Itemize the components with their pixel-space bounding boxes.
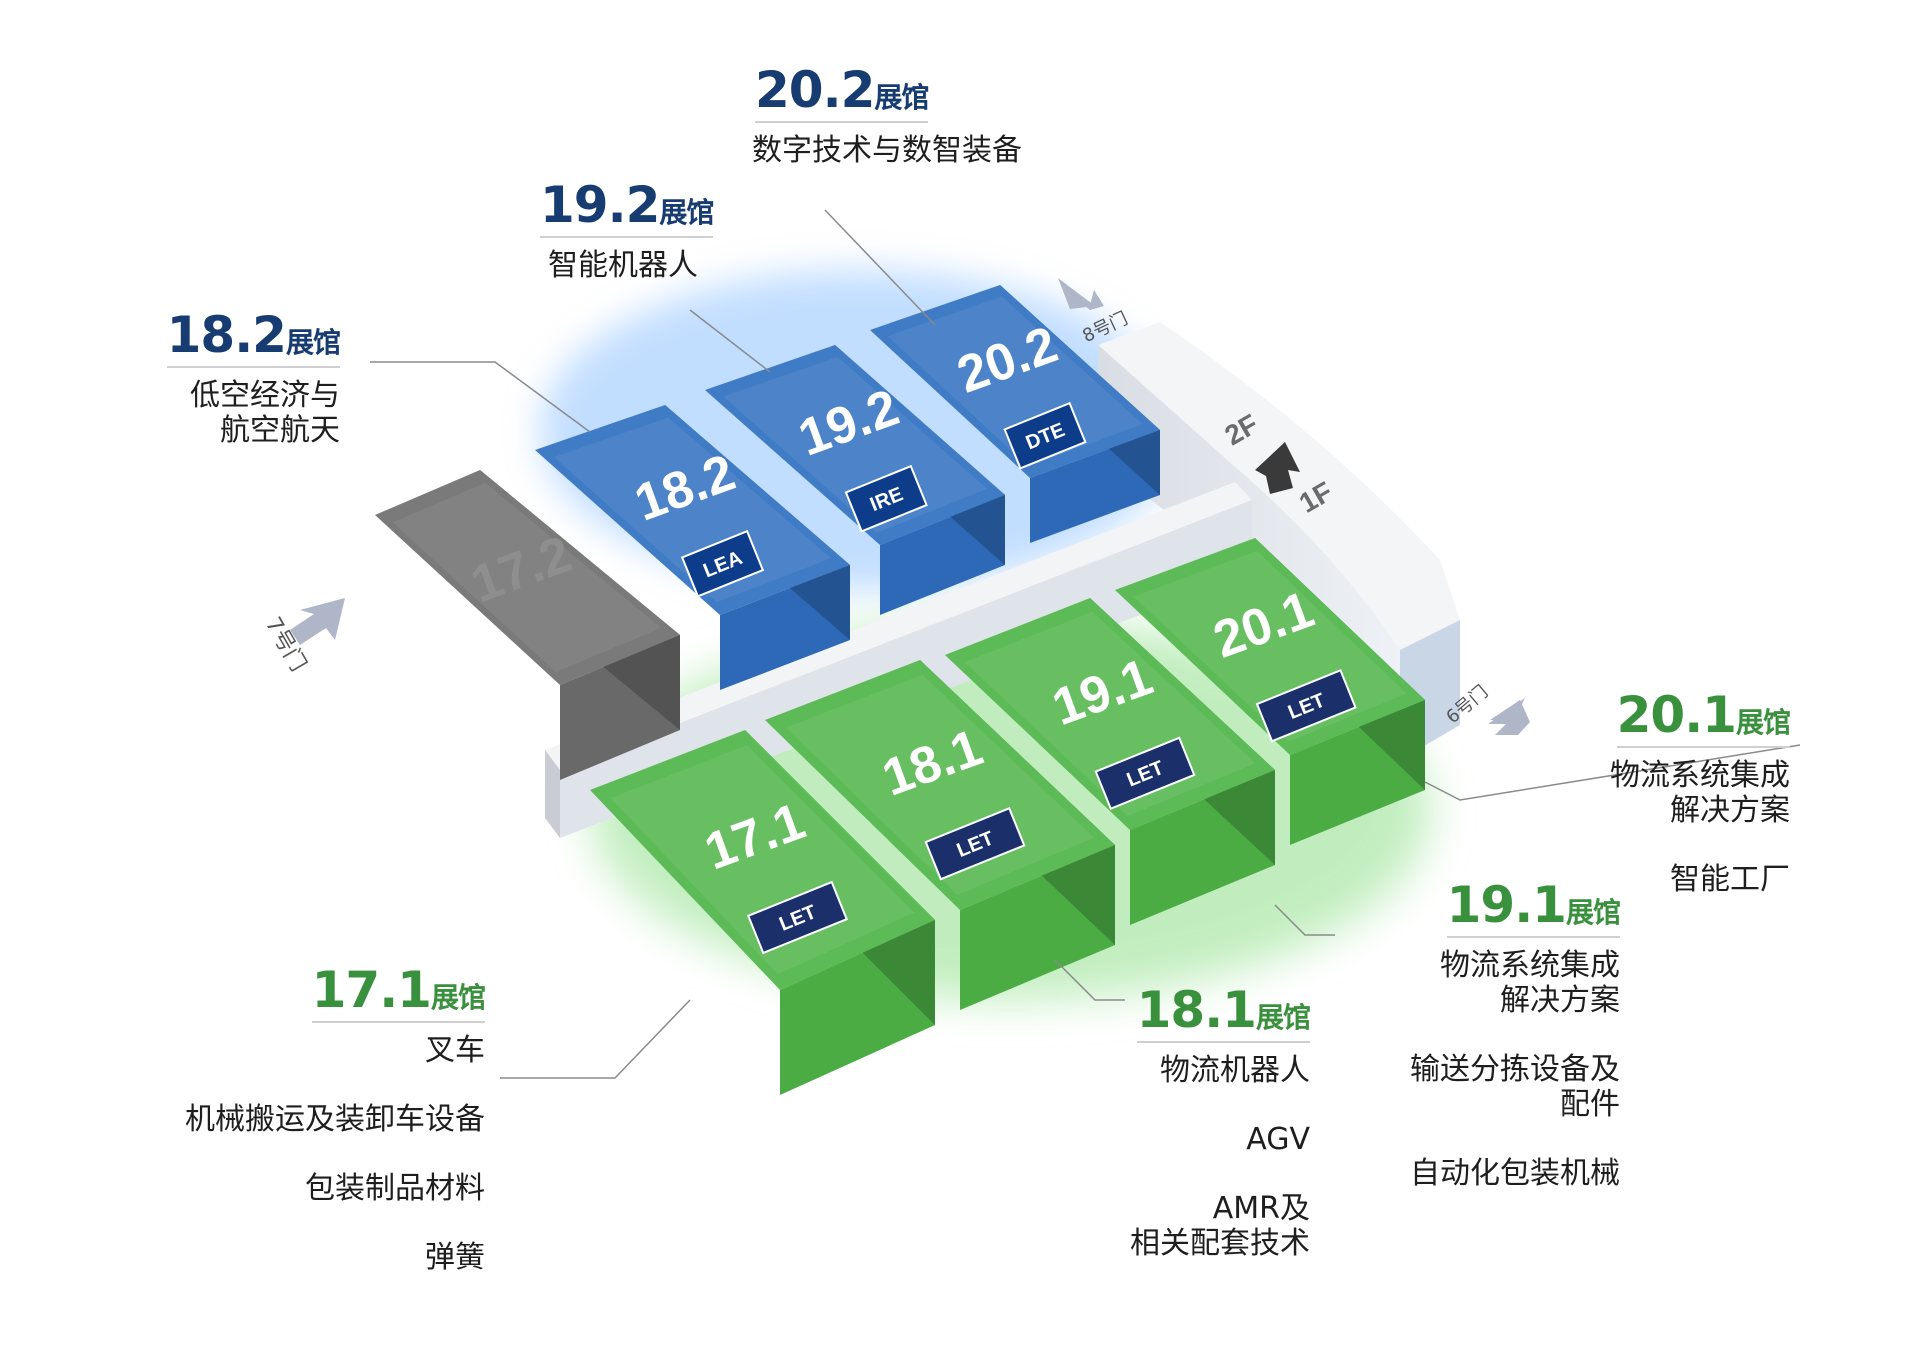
label-hall-191: 19.1展馆 物流系统集成 解决方案 输送分拣设备及 配件 自动化包装机械 bbox=[1320, 880, 1621, 1191]
hall-202-number: 20.2 bbox=[755, 61, 875, 119]
hall-202-item: 数字技术与数智装备 bbox=[752, 133, 1022, 168]
hall-182-item-1: 低空经济与 bbox=[190, 378, 340, 413]
label-hall-181: 18.1展馆 物流机器人 AGV AMR及 相关配套技术 bbox=[1050, 985, 1311, 1261]
hall-182-item-2: 航空航天 bbox=[220, 413, 340, 448]
hall-202-title: 20.2展馆 bbox=[755, 65, 929, 123]
hall-181-item-3: AMR及 bbox=[1212, 1191, 1310, 1226]
hall-191-logo: LET bbox=[1094, 736, 1196, 810]
hall-191-item-3: 输送分拣设备及 bbox=[1410, 1052, 1620, 1087]
hall-191-item-2: 解决方案 bbox=[1500, 983, 1620, 1018]
hall-181-item-2: AGV bbox=[1246, 1122, 1310, 1157]
label-hall-171: 17.1展馆 叉车 机械搬运及装卸车设备 包装制品材料 弹簧 bbox=[80, 965, 486, 1275]
hall-191-suffix: 展馆 bbox=[1565, 896, 1621, 929]
hall-192-number: 19.2 bbox=[540, 176, 660, 234]
floor-up-arrow-icon bbox=[1255, 442, 1300, 494]
hall-181-item-1: 物流机器人 bbox=[1160, 1053, 1310, 1088]
hall-171-number: 17.1 bbox=[311, 961, 432, 1019]
hall-171-logo: LET bbox=[746, 880, 849, 955]
gate-6-arrow-icon bbox=[1488, 698, 1530, 735]
gate-8-arrow-icon bbox=[1058, 278, 1104, 310]
hall-181-number: 18.1 bbox=[1136, 981, 1257, 1039]
hall-172-block[interactable]: 17.2 bbox=[375, 470, 680, 780]
hall-201-suffix: 展馆 bbox=[1735, 706, 1791, 739]
hall-201-logo: LET bbox=[1255, 669, 1357, 743]
hall-192-logo: IRE bbox=[844, 464, 928, 533]
hall-201-item-3: 智能工厂 bbox=[1670, 862, 1790, 897]
hall-191-number: 19.1 bbox=[1446, 876, 1567, 934]
hall-182-number: 18.2 bbox=[166, 306, 287, 364]
hall-171-suffix: 展馆 bbox=[430, 981, 486, 1014]
hall-191-item-1: 物流系统集成 bbox=[1440, 948, 1620, 983]
hall-192-suffix: 展馆 bbox=[659, 196, 714, 229]
label-hall-192: 19.2展馆 智能机器人 bbox=[540, 180, 714, 283]
hall-181-item-4: 相关配套技术 bbox=[1130, 1226, 1310, 1261]
hall-171-item-3: 包装制品材料 bbox=[305, 1171, 485, 1206]
hall-191-item-4: 配件 bbox=[1560, 1087, 1620, 1122]
hall-172-block-inner-top bbox=[392, 482, 662, 672]
hall-192-block-inner-top bbox=[723, 356, 988, 533]
hall-171-item-2: 机械搬运及装卸车设备 bbox=[185, 1102, 485, 1137]
hall-182-logo: LEA bbox=[680, 529, 765, 598]
label-hall-182: 18.2展馆 低空经济与 航空航天 bbox=[150, 310, 341, 448]
hall-201-number: 20.1 bbox=[1616, 686, 1737, 744]
hall-192-item: 智能机器人 bbox=[548, 248, 698, 283]
hall-181-logo: LET bbox=[924, 807, 1026, 881]
hall-171-item-4: 弹簧 bbox=[425, 1240, 485, 1275]
label-hall-201: 20.1展馆 物流系统集成 解决方案 智能工厂 bbox=[1530, 690, 1791, 897]
hall-202-suffix: 展馆 bbox=[874, 81, 929, 114]
hall-181-suffix: 展馆 bbox=[1255, 1001, 1311, 1034]
hall-201-item-2: 解决方案 bbox=[1670, 793, 1790, 828]
label-hall-202: 20.2展馆 数字技术与数智装备 bbox=[752, 65, 1022, 168]
hall-191-item-5: 自动化包装机械 bbox=[1410, 1156, 1620, 1191]
hall-202-logo: DTE bbox=[1003, 401, 1087, 470]
hall-182-suffix: 展馆 bbox=[285, 326, 341, 359]
leader-lines bbox=[370, 209, 1801, 1079]
hall-182-block-inner-top bbox=[553, 417, 832, 603]
hall-201-item-1: 物流系统集成 bbox=[1610, 758, 1790, 793]
gate-7-arrow-icon bbox=[290, 598, 345, 645]
hall-171-item-1: 叉车 bbox=[425, 1033, 485, 1068]
